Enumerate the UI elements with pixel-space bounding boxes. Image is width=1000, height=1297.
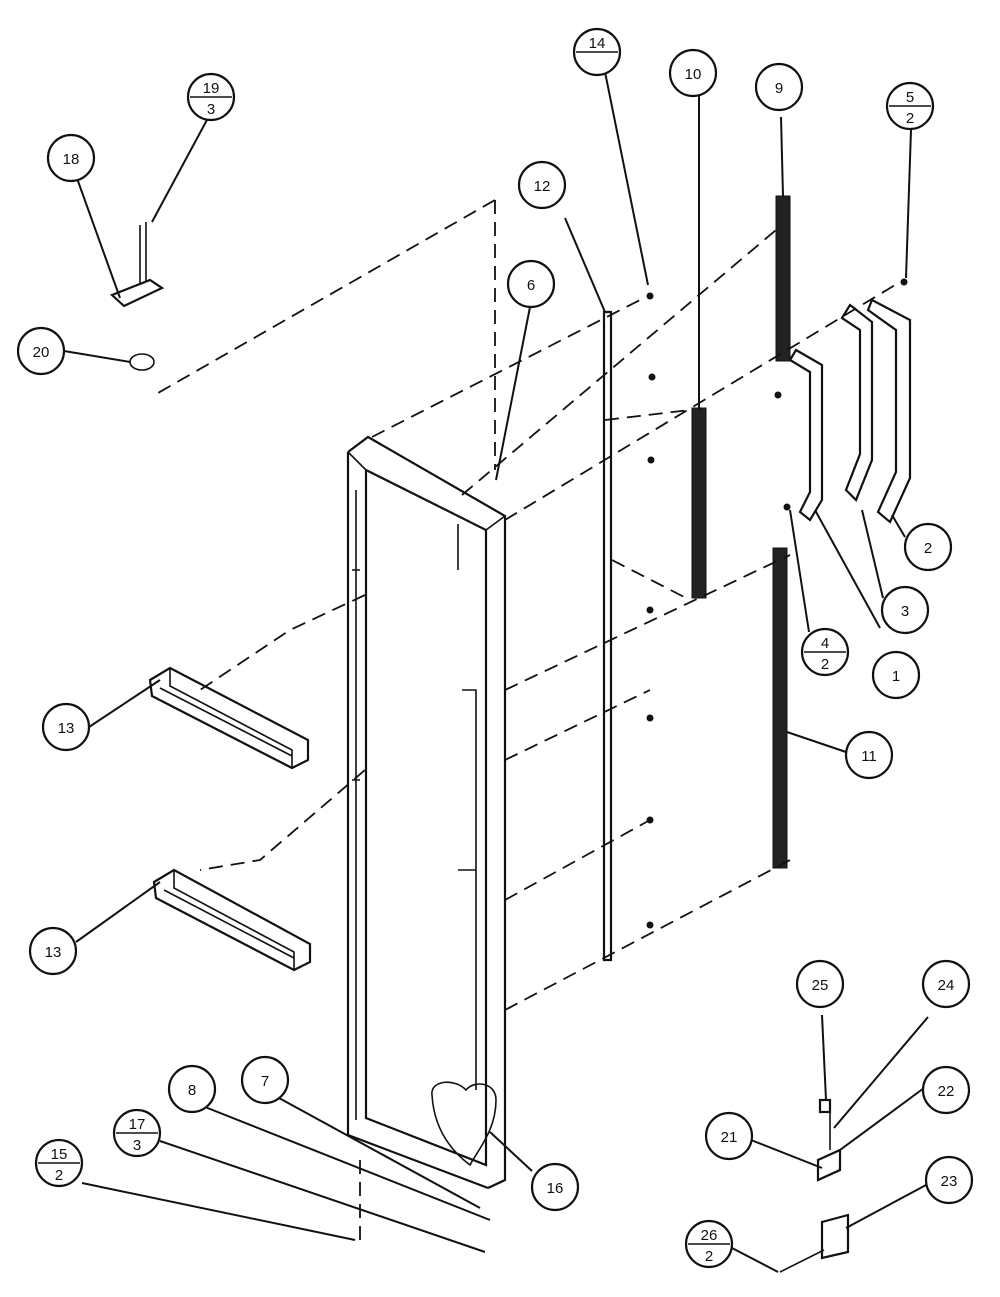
svg-text:13: 13 <box>45 944 62 961</box>
assembly-lines <box>157 199 901 1240</box>
svg-text:6: 6 <box>527 277 535 294</box>
callout-2: 2 <box>903 522 953 572</box>
svg-text:11: 11 <box>861 748 877 765</box>
callout-24: 24 <box>921 959 971 1009</box>
leader-lines <box>63 66 929 1273</box>
svg-text:5: 5 <box>906 89 914 106</box>
svg-text:19: 19 <box>203 80 220 97</box>
svg-text:16: 16 <box>547 1180 564 1197</box>
callout-3: 3 <box>880 585 930 635</box>
svg-text:10: 10 <box>685 66 702 83</box>
svg-text:15: 15 <box>51 1146 68 1163</box>
svg-text:2: 2 <box>705 1248 713 1265</box>
seal-strip-lower <box>772 547 788 869</box>
callout-26-2: 26 2 <box>684 1219 734 1269</box>
callout-21: 21 <box>704 1111 754 1161</box>
svg-text:2: 2 <box>821 656 829 673</box>
svg-text:13: 13 <box>58 720 75 737</box>
screws <box>646 278 908 929</box>
callout-17-3: 17 3 <box>112 1108 162 1158</box>
callout-20: 20 <box>16 326 66 376</box>
callout-13-upper: 13 <box>41 702 91 752</box>
seal-strip-upper <box>775 195 791 362</box>
svg-text:1: 1 <box>892 668 900 685</box>
svg-text:22: 22 <box>938 1083 955 1100</box>
svg-text:26: 26 <box>701 1227 718 1244</box>
svg-text:14: 14 <box>589 35 606 52</box>
callout-22: 22 <box>921 1065 971 1115</box>
svg-text:23: 23 <box>941 1173 958 1190</box>
svg-text:4: 4 <box>821 635 829 652</box>
svg-text:3: 3 <box>207 101 215 118</box>
callout-7: 7 <box>240 1055 290 1105</box>
callout-18: 18 <box>46 133 96 183</box>
callout-13-lower: 13 <box>28 926 78 976</box>
door-frame <box>346 435 507 1190</box>
svg-text:8: 8 <box>188 1082 196 1099</box>
svg-text:25: 25 <box>812 977 829 994</box>
svg-text:2: 2 <box>924 540 932 557</box>
callout-4-2: 4 2 <box>800 627 850 677</box>
callout-25: 25 <box>795 959 845 1009</box>
door-shelves <box>148 666 312 972</box>
rail-12 <box>602 310 613 962</box>
svg-text:18: 18 <box>63 151 80 168</box>
callout-16: 16 <box>530 1162 580 1212</box>
callout-9: 9 <box>754 62 804 112</box>
callout-8: 8 <box>167 1064 217 1114</box>
svg-text:3: 3 <box>133 1137 141 1154</box>
svg-text:12: 12 <box>534 178 551 195</box>
callout-11: 11 <box>844 730 894 780</box>
svg-text:17: 17 <box>129 1116 146 1133</box>
svg-text:7: 7 <box>261 1073 269 1090</box>
handle-assembly <box>788 298 912 524</box>
svg-text:2: 2 <box>55 1167 63 1184</box>
callout-23: 23 <box>924 1155 974 1205</box>
callout-1: 1 <box>871 650 921 700</box>
callout-6: 6 <box>506 259 556 309</box>
svg-text:20: 20 <box>33 344 50 361</box>
svg-text:21: 21 <box>721 1129 738 1146</box>
callout-12: 12 <box>517 160 567 210</box>
gasket-strip-middle <box>691 407 707 599</box>
callout-15-2: 15 2 <box>34 1138 84 1188</box>
callout-19-3: 19 3 <box>186 72 236 122</box>
svg-text:3: 3 <box>901 603 909 620</box>
svg-text:24: 24 <box>938 977 955 994</box>
svg-text:9: 9 <box>775 80 783 97</box>
svg-text:2: 2 <box>906 110 914 127</box>
lower-hinge <box>779 1098 850 1273</box>
callout-5-2: 5 2 <box>885 81 935 131</box>
callout-14: 14 <box>572 27 622 77</box>
callout-10: 10 <box>668 48 718 98</box>
